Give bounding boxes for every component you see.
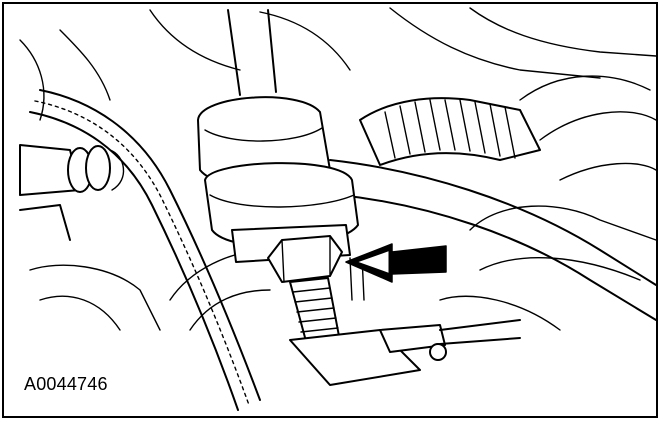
bracket-link (289, 255, 521, 386)
left-hose-fitting (19, 144, 125, 241)
ribbed-harness (359, 97, 541, 166)
indicator-arrow (345, 243, 447, 283)
figure-id-label: A0044746 (24, 374, 108, 394)
background-components (19, 7, 657, 331)
joint-body (197, 96, 359, 263)
shaft (227, 9, 277, 96)
strap (329, 159, 657, 321)
corrugated-conduit (29, 89, 261, 411)
